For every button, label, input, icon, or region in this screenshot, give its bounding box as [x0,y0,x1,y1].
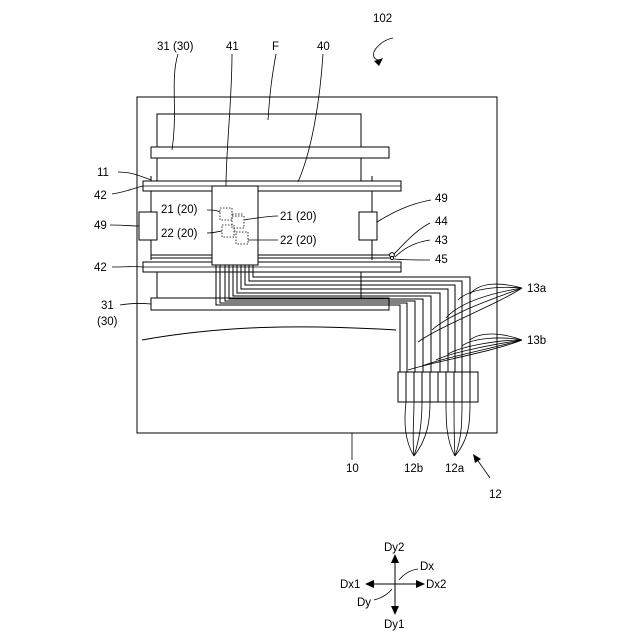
label-13a: 13a [527,283,547,295]
arrow-dy2 [391,554,399,563]
support-bottom [151,298,389,310]
label-12a: 12a [445,463,465,475]
label-dy: Dy [357,597,371,609]
label-42-bottom: 42 [94,262,107,274]
label-21-20-left: 21 (20) [161,204,198,216]
arrow-dx2 [416,580,425,588]
holder-right [359,212,377,240]
arrow-dx1 [365,580,374,588]
label-45: 45 [435,254,448,266]
label-dy1: Dy1 [384,619,404,631]
label-10: 10 [346,463,359,475]
label-41: 41 [226,41,239,53]
module-41 [212,186,258,265]
label-12: 12 [489,489,502,501]
arrow-12-head [473,454,481,463]
label-49-left: 49 [94,220,107,232]
label-40: 40 [317,41,330,53]
label-dx2: Dx2 [426,579,446,591]
arrow-102 [374,58,383,66]
label-44: 44 [435,216,448,228]
arrow-12-shaft [476,458,490,478]
label-dx1: Dx1 [340,579,360,591]
label-dx: Dx [420,561,434,573]
label-31-bottom: 31 [101,300,114,312]
label-49-right: 49 [435,193,448,205]
traces-group [216,265,470,372]
label-22-20-right: 22 (20) [280,235,317,247]
label-31-30-top: 31 (30) [157,41,194,53]
arrow-dy1 [391,606,399,615]
label-30-bottom: (30) [97,316,118,328]
film-break-line [142,327,396,340]
label-43: 43 [435,235,448,247]
label-12b: 12b [404,463,423,475]
direction-indicator [365,554,425,615]
support-top [151,147,389,158]
film-outline [157,114,361,148]
label-13b: 13b [527,335,546,347]
label-42-top: 42 [94,190,107,202]
label-102: 102 [373,13,392,25]
label-21-20-right: 21 (20) [280,211,317,223]
label-22-20-left: 22 (20) [161,228,198,240]
label-F: F [272,41,279,53]
label-11: 11 [97,167,109,179]
holder-left [139,212,157,240]
wire-end-43 [390,256,393,259]
label-dy2: Dy2 [384,542,404,554]
